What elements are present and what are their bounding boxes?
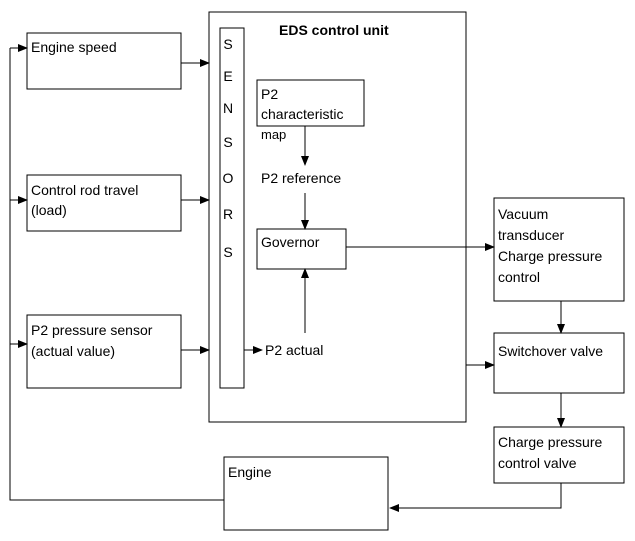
p2-sensor-label-1: P2 pressure sensor bbox=[31, 322, 153, 338]
control-unit-title: EDS control unit bbox=[279, 22, 389, 38]
governor-label: Governor bbox=[261, 234, 320, 250]
p2-pressure-box bbox=[26, 314, 182, 389]
p2-map-box bbox=[256, 79, 365, 127]
switchover-valve-label: Switchover valve bbox=[498, 343, 604, 359]
sensor-letter: O bbox=[222, 170, 234, 186]
engine-speed-box bbox=[26, 32, 182, 90]
p2-sensor-label-2: (actual value) bbox=[31, 343, 116, 359]
sensor-letter: S bbox=[223, 244, 233, 260]
engine-speed-label: Engine speed bbox=[31, 39, 117, 55]
governor-box bbox=[256, 228, 347, 270]
charge-valve-to-engine-line bbox=[389, 483, 562, 512]
p2-actual-label: P2 actual bbox=[265, 342, 324, 358]
charge-valve-label-1: Charge pressure bbox=[498, 434, 603, 450]
transducer-label-2: transducer bbox=[498, 227, 565, 243]
sensor-letter: S bbox=[223, 36, 233, 52]
control-unit-frame bbox=[208, 11, 467, 423]
engine-feedback-line bbox=[9, 48, 224, 501]
engine-box bbox=[223, 456, 389, 531]
transducer-label-3: Charge pressure bbox=[498, 248, 603, 264]
p2-map-label-2: characteristic bbox=[261, 106, 344, 122]
sensor-letter: S bbox=[223, 134, 233, 150]
control-rod-label-2: (load) bbox=[31, 202, 67, 218]
transducer-label-4: control bbox=[498, 269, 541, 285]
engine-label: Engine bbox=[228, 464, 272, 480]
vacuum-transducer-box bbox=[493, 197, 625, 302]
sensors-bar bbox=[219, 27, 245, 389]
p2-reference-label: P2 reference bbox=[261, 170, 342, 186]
control-rod-label-1: Control rod travel bbox=[31, 182, 139, 198]
charge-valve-label-2: control valve bbox=[498, 455, 577, 471]
charge-pressure-valve-box bbox=[493, 426, 625, 484]
switchover-valve-box bbox=[493, 332, 625, 394]
transducer-label-1: Vacuum bbox=[498, 206, 549, 222]
p2-map-label-3: map bbox=[261, 127, 287, 142]
sensor-letter: E bbox=[223, 68, 233, 84]
p2-map-label-1: P2 bbox=[261, 86, 279, 102]
sensor-letter: N bbox=[222, 100, 234, 116]
sensor-letter: R bbox=[222, 206, 234, 222]
